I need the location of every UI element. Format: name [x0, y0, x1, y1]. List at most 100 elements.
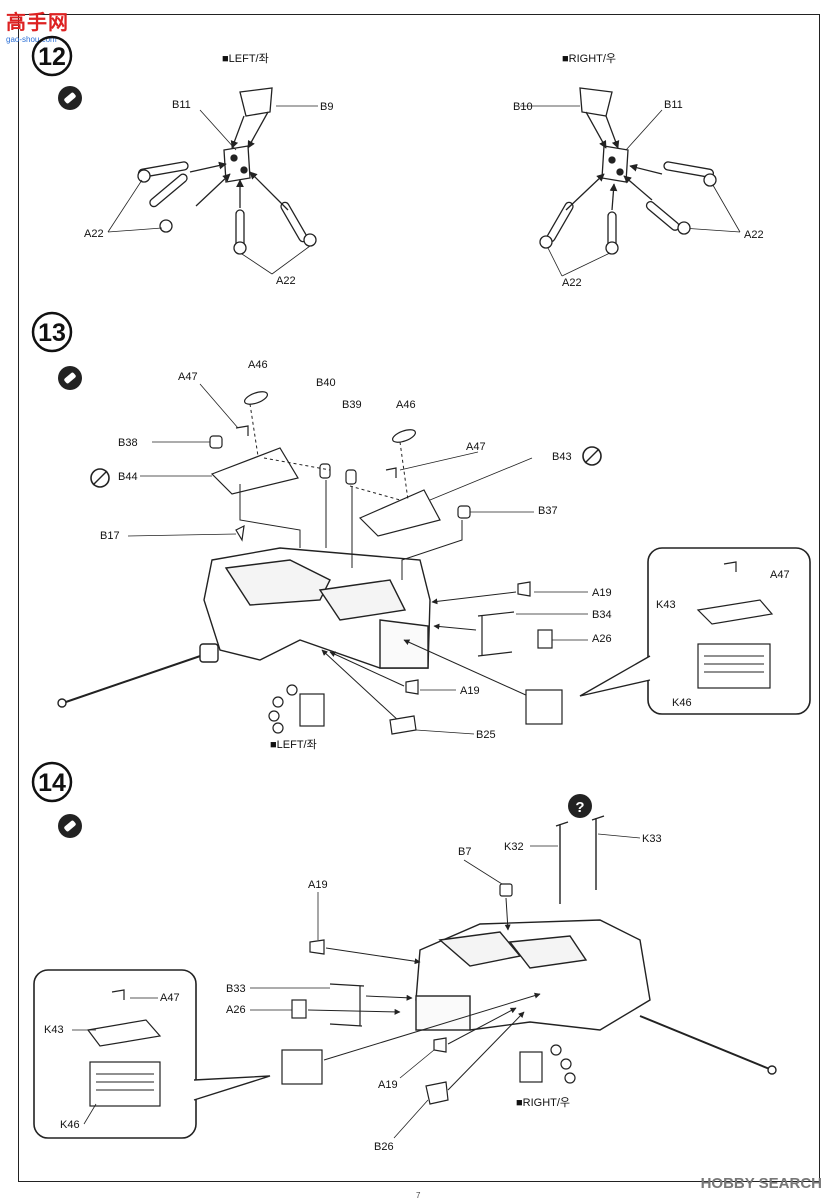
part-b25 [389, 715, 417, 735]
label-a26: A26 [592, 633, 612, 645]
stowage-box [525, 689, 563, 725]
label-a47-inset: A47 [770, 569, 790, 581]
part-a46 [243, 391, 269, 405]
brand-logo: HOBBY SEARCH [700, 1175, 822, 1192]
glue-icon [58, 86, 82, 110]
part-a19 [309, 939, 325, 955]
label-b9: B9 [320, 101, 333, 113]
inset-k46 [89, 1061, 161, 1107]
inset-k43 [86, 1019, 162, 1047]
step-12-circle [31, 35, 73, 77]
page-number: 7 [416, 1191, 421, 1200]
assembly-guides-13b [239, 480, 529, 723]
label-a47: A47 [466, 441, 486, 453]
label-a26: A26 [226, 1004, 246, 1016]
hatch-b43 [358, 489, 441, 537]
label-b44: B44 [118, 471, 138, 483]
step-12: 12 ■LEFT/좌 ■RIGHT/우 [31, 35, 764, 289]
part-a47 [235, 425, 249, 436]
label-a19: A19 [592, 587, 612, 599]
leader-lines-12 [107, 105, 741, 277]
bolt-a22 [149, 173, 188, 233]
label-k43-inset: K43 [656, 599, 676, 611]
label-a19: A19 [378, 1079, 398, 1091]
bolt-a22 [233, 209, 247, 255]
label-b33: B33 [226, 983, 246, 995]
label-b40: B40 [316, 377, 336, 389]
bolt-a22 [280, 201, 317, 247]
label-b11: B11 [172, 99, 191, 111]
label-a22: A22 [276, 275, 296, 287]
inset-k46 [697, 643, 771, 689]
watermark: 高手网 gao-shou.com [6, 6, 69, 44]
part-a19 [405, 679, 419, 695]
label-k46-inset: K46 [672, 697, 692, 709]
do-not-glue-icon [582, 446, 602, 466]
label-b26: B26 [374, 1141, 394, 1153]
bolt-a22 [539, 201, 574, 249]
right-bracket-assembly [539, 87, 717, 255]
part-b37 [457, 505, 471, 519]
inset-a47 [111, 989, 125, 1000]
label-a22: A22 [562, 277, 582, 289]
inset-box-14 [33, 969, 271, 1139]
part-a19 [517, 581, 531, 597]
bolt-a22 [605, 211, 619, 255]
label-k33: K33 [642, 833, 662, 845]
label-b43: B43 [552, 451, 572, 463]
part-b17 [235, 524, 245, 542]
part-a26 [537, 629, 553, 649]
svg-text:?: ? [575, 799, 584, 816]
part-a19 [433, 1037, 447, 1053]
part-b40 [319, 463, 331, 479]
label-b10: B10 [513, 101, 533, 113]
assembly-guides-13 [249, 403, 409, 501]
part-b26 [425, 1081, 449, 1105]
label-a46: A46 [396, 399, 416, 411]
part-b34 [477, 611, 515, 657]
page-frame [18, 14, 820, 1182]
step-12-number: 12 [38, 43, 66, 71]
label-b11: B11 [664, 99, 683, 111]
side-parts-13 [268, 581, 563, 735]
optional-part-icon: ? [568, 794, 592, 818]
leader-lines-13 [127, 383, 588, 735]
side-parts-14 [281, 883, 576, 1105]
label-a22: A22 [744, 229, 764, 241]
part-a46 [391, 429, 417, 443]
step-14: 14 ? [31, 761, 777, 1153]
label-b7: B7 [458, 846, 471, 858]
watermark-subtitle: gao-shou.com [6, 35, 57, 44]
left-bracket-assembly [137, 87, 317, 255]
bolt-a22 [663, 161, 717, 187]
hatch-b44 [210, 447, 299, 495]
label-a47: A47 [178, 371, 198, 383]
right-bracket-14 [519, 1051, 543, 1083]
step-14-circle [31, 761, 73, 803]
part-b7 [499, 883, 513, 897]
part-a47 [385, 467, 397, 478]
step-13-side-label: ■LEFT/좌 [270, 738, 317, 751]
label-b38: B38 [118, 437, 138, 449]
step-13-circle [31, 311, 73, 353]
left-bracket-13 [299, 693, 325, 727]
step-12-left-label: ■LEFT/좌 [222, 52, 269, 65]
label-k32: K32 [504, 841, 524, 853]
step-14-number: 14 [38, 769, 66, 797]
turret-body-14 [415, 815, 777, 1075]
step-14-side-label: ■RIGHT/우 [516, 1096, 570, 1109]
step-13-number: 13 [38, 319, 66, 347]
turret-body-13 [57, 547, 431, 708]
label-b17: B17 [100, 530, 120, 542]
bolt-a22 [137, 161, 189, 183]
hatch-plates [209, 391, 471, 542]
label-b37: B37 [538, 505, 558, 517]
watermark-title: 高手网 [6, 12, 69, 34]
inset-a47 [723, 561, 737, 572]
label-b39: B39 [342, 399, 362, 411]
part-b38 [209, 435, 223, 449]
glue-icon [58, 814, 82, 838]
label-k46-inset: K46 [60, 1119, 80, 1131]
label-a19: A19 [308, 879, 328, 891]
